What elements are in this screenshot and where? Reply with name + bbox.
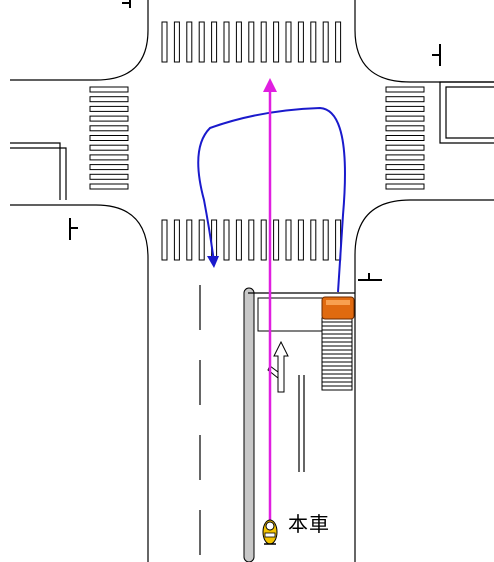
- signal-right-icon: [432, 44, 441, 66]
- uturn-arrowhead-icon: [207, 256, 219, 268]
- crosswalk-left: [89, 86, 129, 190]
- crosswalk-stripe: [385, 135, 425, 141]
- crosswalk-stripe: [89, 105, 129, 112]
- crosswalk-stripe: [385, 125, 425, 132]
- curb-bottom-right: [354, 199, 494, 562]
- crosswalk-stripe: [173, 219, 180, 261]
- straight-arrowhead-icon: [263, 78, 277, 92]
- crosswalk-stripe: [186, 219, 193, 261]
- crosswalk-stripe: [285, 21, 292, 63]
- crosswalk-stripe: [335, 21, 342, 63]
- curb-top-right: [354, 0, 494, 83]
- crosswalk-stripe: [89, 96, 129, 103]
- crosswalk-stripe: [223, 219, 230, 261]
- crosswalk-stripe: [198, 21, 205, 63]
- uturn-path: [197, 106, 346, 293]
- crosswalk-bottom: [161, 219, 342, 261]
- crosswalk-stripe: [89, 144, 129, 151]
- signal-left-icon: [69, 218, 78, 240]
- median-bar: [243, 287, 255, 562]
- crosswalk-stripe: [322, 21, 329, 63]
- crosswalk-stripe: [385, 115, 425, 122]
- crosswalk-stripe: [173, 21, 180, 63]
- own-vehicle-scooter-icon: [262, 519, 278, 545]
- crosswalk-stripe: [223, 21, 230, 63]
- stop-zone-box: [257, 297, 324, 332]
- crosswalk-stripe: [260, 219, 267, 261]
- crosswalk-stripe: [161, 21, 168, 63]
- hatched-zone: [321, 317, 353, 391]
- own-vehicle-label: 本車: [288, 512, 330, 536]
- crosswalk-stripe: [310, 219, 317, 261]
- crosswalk-stripe: [186, 21, 193, 63]
- crosswalk-stripe: [198, 219, 205, 261]
- traffic-signals: [69, 0, 441, 281]
- crosswalk-stripe: [385, 173, 425, 180]
- crosswalk-stripe: [248, 219, 255, 261]
- crosswalk-stripe: [385, 86, 425, 93]
- crosswalk-stripe: [297, 219, 304, 261]
- crosswalk-stripe: [385, 144, 425, 151]
- crosswalk-stripe: [89, 183, 129, 190]
- crosswalk-stripe: [285, 219, 292, 261]
- crosswalk-stripe: [89, 164, 129, 171]
- crosswalk-stripe: [385, 105, 425, 112]
- curb-bottom-left: [10, 204, 149, 562]
- crosswalk-stripe: [89, 135, 129, 141]
- crosswalk-stripe: [297, 21, 304, 63]
- crosswalk-right: [385, 86, 425, 190]
- signal-bottom-right-icon: [358, 273, 382, 281]
- crosswalk-stripe: [89, 86, 129, 93]
- crosswalk-stripe: [248, 21, 255, 63]
- crosswalk-stripe: [89, 115, 129, 122]
- signal-top-left-icon: [122, 0, 131, 8]
- crosswalk-stripe: [235, 21, 242, 63]
- crosswalk-stripe: [385, 164, 425, 171]
- crosswalk-stripe: [385, 96, 425, 103]
- other-vehicle: [321, 296, 355, 320]
- crosswalk-stripe: [385, 183, 425, 190]
- crosswalk-stripe: [235, 219, 242, 261]
- crosswalk-stripe: [322, 219, 329, 261]
- crosswalk-stripe: [89, 154, 129, 161]
- crosswalk-stripe: [310, 21, 317, 63]
- crosswalk-stripe: [89, 125, 129, 132]
- crosswalk-stripe: [273, 21, 280, 63]
- crosswalk-stripe: [211, 21, 218, 63]
- crosswalk-stripe: [385, 154, 425, 161]
- road-curbs: [10, 0, 494, 562]
- crosswalk-stripe: [260, 21, 267, 63]
- crosswalk-top: [161, 21, 342, 63]
- lane-markings: [199, 285, 305, 562]
- curb-top-left: [10, 0, 149, 81]
- crosswalk-stripe: [161, 219, 168, 261]
- crosswalk-stripe: [89, 173, 129, 180]
- crosswalk-stripe: [273, 219, 280, 261]
- side-structures: [10, 81, 494, 200]
